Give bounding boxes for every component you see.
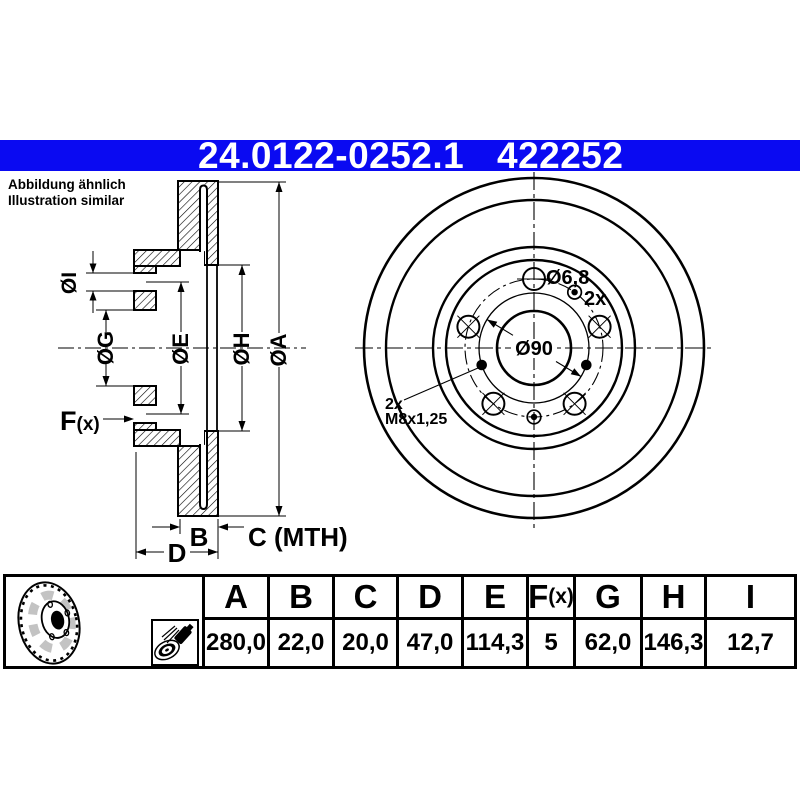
col-value: 114,3: [465, 629, 525, 656]
col-value: 22,0: [277, 629, 325, 656]
col-header: I: [707, 577, 794, 620]
hat-section: [133, 249, 181, 447]
dim-label-g: ØG: [93, 331, 118, 365]
col-header: H: [643, 577, 704, 620]
cross-section-view: ØI ØG ØE: [58, 180, 348, 568]
col-header: B: [270, 577, 332, 620]
table-col-i: I 12,7: [704, 577, 794, 666]
col-header: C: [335, 577, 396, 620]
table-col-h: H 146,3: [640, 577, 704, 666]
dimension-h: ØH: [229, 265, 254, 431]
col-value: 62,0: [584, 629, 632, 656]
dimension-i: ØI: [58, 251, 97, 313]
vent-slot: [199, 184, 208, 511]
table-col-d: D 47,0: [396, 577, 461, 666]
col-header: D: [399, 577, 461, 620]
note-line-german: Abbildung ähnlich: [8, 177, 126, 192]
dimension-a: ØA: [266, 182, 291, 516]
part-number: 24.0122-0252.1: [198, 135, 465, 176]
disc-circles: [362, 176, 706, 520]
dimension-e: ØE: [168, 282, 193, 414]
dim-label-b: B: [190, 522, 209, 552]
col-value: 47,0: [406, 629, 454, 656]
thread-spec: M8x1,25: [385, 411, 447, 428]
small-hole-count: 2x: [584, 288, 606, 310]
dim-label-e: ØE: [168, 333, 193, 365]
col-value: 280,0: [205, 629, 267, 656]
table-icon-cell: [6, 577, 202, 666]
col-header: A: [205, 577, 267, 620]
extension-lines: [86, 181, 286, 559]
thread-count: 2x: [385, 396, 403, 413]
dim-label-i: ØI: [58, 272, 81, 294]
fixing-screw-holes: [526, 284, 583, 425]
thread-callout: 2x M8x1,25: [385, 367, 479, 428]
col-value: 12,7: [727, 629, 774, 656]
dimension-f: F(x): [60, 406, 134, 436]
dimension-d: D: [136, 538, 218, 568]
threaded-holes: [476, 359, 592, 371]
table-col-c: C 20,0: [332, 577, 396, 666]
col-header: F(x): [528, 577, 574, 620]
lug-holes: [456, 267, 612, 416]
dim-label-h: ØH: [229, 333, 254, 366]
vented-disc-3d-icon: [17, 581, 81, 665]
catalog-number: 422252: [497, 135, 624, 176]
dim-label-f: F(x): [60, 406, 100, 436]
dimension-b-c: B C (MTH): [152, 522, 348, 552]
coated-disc-spray-icon: [151, 619, 199, 666]
col-header: G: [576, 577, 640, 620]
col-value: 146,3: [643, 629, 704, 656]
table-col-b: B 22,0: [267, 577, 332, 666]
title-bar: 24.0122-0252.1 422252: [0, 135, 800, 176]
col-value: 20,0: [342, 629, 389, 656]
note-line-english: Illustration similar: [8, 192, 125, 208]
front-view: Ø90 Ø6,8 2x 2x M8x1,25: [355, 172, 714, 528]
dimension-90: Ø90: [486, 319, 582, 377]
col-header: E: [464, 577, 526, 620]
dimension-table: A 280,0 B 22,0 C 20,0 D 47,0 E 114,3 F(x…: [3, 574, 797, 669]
dim-label-a: ØA: [266, 333, 291, 366]
col-value: 5: [544, 629, 558, 656]
table-col-f: F(x) 5: [526, 577, 574, 666]
table-col-a: A 280,0: [202, 577, 267, 666]
similarity-note: Abbildung ähnlich Illustration similar: [8, 177, 126, 208]
dim-label-c: C (MTH): [248, 522, 348, 552]
table-col-g: G 62,0: [573, 577, 640, 666]
table-col-e: E 114,3: [461, 577, 526, 666]
dimension-g: ØG: [93, 310, 118, 386]
small-hole-label: Ø6,8: [546, 267, 589, 289]
dim-label-d: D: [168, 538, 187, 568]
center-circle-label: Ø90: [515, 338, 553, 360]
